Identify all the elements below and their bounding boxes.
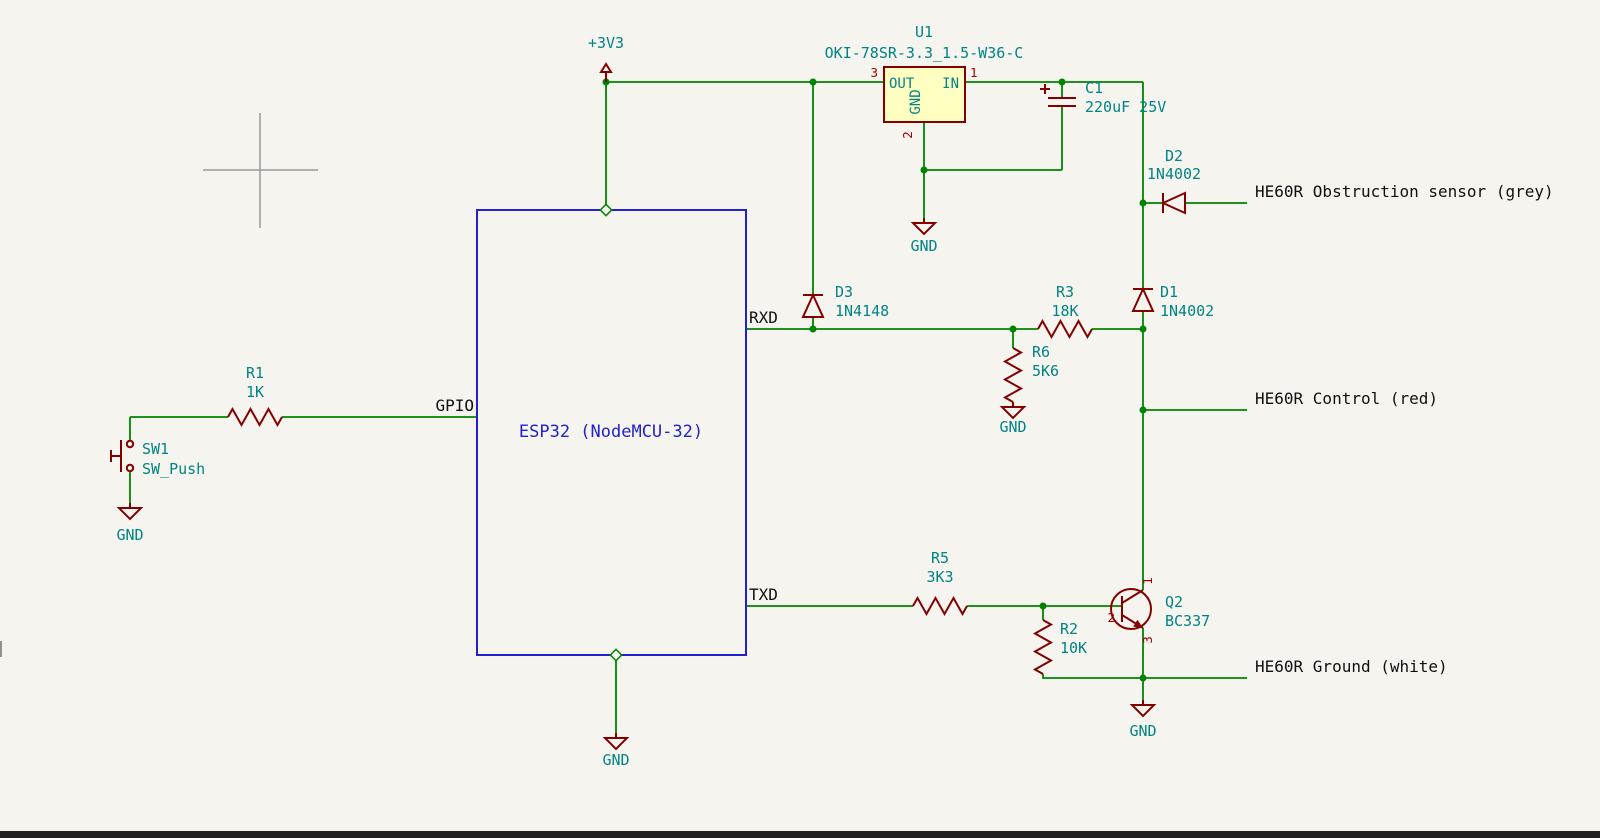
component-r3-resistor[interactable]: R3 18K xyxy=(1037,283,1093,338)
net-label-txd[interactable]: TXD xyxy=(749,585,778,604)
u1-pin-number-2: 2 xyxy=(900,131,915,139)
sheet-pin-icon xyxy=(599,203,613,217)
component-r6-resistor[interactable]: R6 5K6 xyxy=(1005,343,1059,402)
transistor-collector xyxy=(1121,589,1144,604)
d1-value: 1N4002 xyxy=(1160,302,1214,320)
diode-icon xyxy=(1162,192,1186,214)
component-d2-diode[interactable]: D2 1N4002 xyxy=(1147,147,1201,214)
gnd-symbol-sw1[interactable]: GND xyxy=(116,502,144,544)
gnd-icon xyxy=(912,217,936,235)
d2-ref: D2 xyxy=(1165,147,1183,165)
gnd-icon xyxy=(1001,401,1025,419)
r6-ref: R6 xyxy=(1032,343,1050,361)
u1-value: OKI-78SR-3.3_1.5-W36-C xyxy=(825,44,1024,62)
resistor-icon xyxy=(227,408,283,426)
d3-value: 1N4148 xyxy=(835,302,889,320)
u1-pin-name-in: IN xyxy=(942,76,959,92)
gnd-icon xyxy=(118,502,142,520)
power-label: +3V3 xyxy=(588,34,624,52)
gnd-label: GND xyxy=(999,418,1026,436)
u1-pin-name-out: OUT xyxy=(889,76,915,92)
c1-value: 220uF 25V xyxy=(1085,98,1166,116)
component-r5-resistor[interactable]: R5 3K3 xyxy=(912,549,968,615)
power-flag-3v3[interactable]: +3V3 xyxy=(588,34,624,83)
switch-contact xyxy=(125,463,135,473)
emitter-arrow-icon xyxy=(1133,619,1143,628)
resistor-icon xyxy=(1037,320,1093,338)
q2-pin-number-1: 1 xyxy=(1140,577,1155,585)
gnd-label: GND xyxy=(910,237,937,255)
component-d1-diode[interactable]: D1 1N4002 xyxy=(1132,283,1214,320)
resistor-icon xyxy=(912,597,968,615)
gnd-label: GND xyxy=(602,751,629,769)
sw1-ref: SW1 xyxy=(142,440,169,458)
d3-ref: D3 xyxy=(835,283,853,301)
power-arrow-icon xyxy=(600,63,612,83)
resistor-icon xyxy=(1005,348,1021,402)
u1-body[interactable] xyxy=(883,66,966,123)
cursor-crosshair xyxy=(203,113,318,228)
net-label-ground[interactable]: HE60R Ground (white) xyxy=(1255,657,1448,676)
c1-ref: C1 xyxy=(1085,79,1103,97)
r1-value: 1K xyxy=(246,383,264,401)
u1-pin-number-1: 1 xyxy=(970,65,978,80)
gnd-symbol-r6[interactable]: GND xyxy=(999,401,1027,436)
d2-value: 1N4002 xyxy=(1147,165,1201,183)
q2-pin-number-3: 3 xyxy=(1140,636,1155,644)
r2-value: 10K xyxy=(1060,639,1087,657)
r6-value: 5K6 xyxy=(1032,362,1059,380)
gnd-symbol-esp32[interactable]: GND xyxy=(602,732,630,769)
diode-icon xyxy=(1132,288,1154,312)
d1-ref: D1 xyxy=(1160,283,1178,301)
gnd-icon xyxy=(604,732,628,750)
component-c1-capacitor[interactable]: C1 220uF 25V xyxy=(1040,79,1166,116)
gnd-symbol-regulator[interactable]: GND xyxy=(910,217,938,255)
r5-value: 3K3 xyxy=(926,568,953,586)
sw1-value: SW_Push xyxy=(142,460,205,478)
q2-ref: Q2 xyxy=(1165,593,1183,611)
q2-pin-number-2: 2 xyxy=(1107,610,1115,625)
r1-ref: R1 xyxy=(246,364,264,382)
junction-dots xyxy=(602,78,1147,682)
component-u1-regulator[interactable]: U1 OKI-78SR-3.3_1.5-W36-C OUT IN GND 3 1… xyxy=(825,23,1024,139)
component-r2-resistor[interactable]: R2 10K xyxy=(1035,620,1087,674)
diode-icon xyxy=(802,294,824,318)
gnd-icon xyxy=(1131,699,1155,717)
component-esp32-sheet[interactable]: ESP32 (NodeMCU-32) xyxy=(476,203,747,662)
net-label-rxd[interactable]: RXD xyxy=(749,308,778,327)
bottom-window-edge xyxy=(0,831,1600,838)
r3-ref: R3 xyxy=(1056,283,1074,301)
component-r1-resistor[interactable]: R1 1K xyxy=(227,364,283,426)
component-q2-transistor[interactable]: 1 2 3 Q2 BC337 xyxy=(1107,577,1210,644)
net-label-obstruction[interactable]: HE60R Obstruction sensor (grey) xyxy=(1255,182,1554,201)
q2-value: BC337 xyxy=(1165,612,1210,630)
wire-segment[interactable] xyxy=(1042,674,1143,679)
u1-pin-name-gnd: GND xyxy=(908,89,924,114)
plus-polarity-icon xyxy=(1040,84,1050,94)
gnd-symbol-q2[interactable]: GND xyxy=(1129,699,1157,740)
component-sw1-pushbutton[interactable]: SW1 SW_Push xyxy=(110,439,205,478)
r2-ref: R2 xyxy=(1060,620,1078,638)
u1-pin-number-3: 3 xyxy=(870,65,878,80)
r5-ref: R5 xyxy=(931,549,949,567)
net-label-gpio[interactable]: GPIO xyxy=(435,396,474,415)
gnd-label: GND xyxy=(1129,722,1156,740)
gnd-label: GND xyxy=(116,526,143,544)
u1-ref: U1 xyxy=(915,23,933,41)
left-edge-mark xyxy=(0,641,2,657)
resistor-icon xyxy=(1035,620,1051,674)
sheet-pin-icon xyxy=(609,648,623,662)
transistor-body xyxy=(1110,588,1152,630)
wires[interactable] xyxy=(129,81,1247,733)
component-d3-diode[interactable]: D3 1N4148 xyxy=(802,283,889,320)
sheet-title: ESP32 (NodeMCU-32) xyxy=(519,422,703,442)
r3-value: 18K xyxy=(1051,302,1078,320)
switch-contact xyxy=(125,439,135,449)
net-label-control[interactable]: HE60R Control (red) xyxy=(1255,389,1438,408)
